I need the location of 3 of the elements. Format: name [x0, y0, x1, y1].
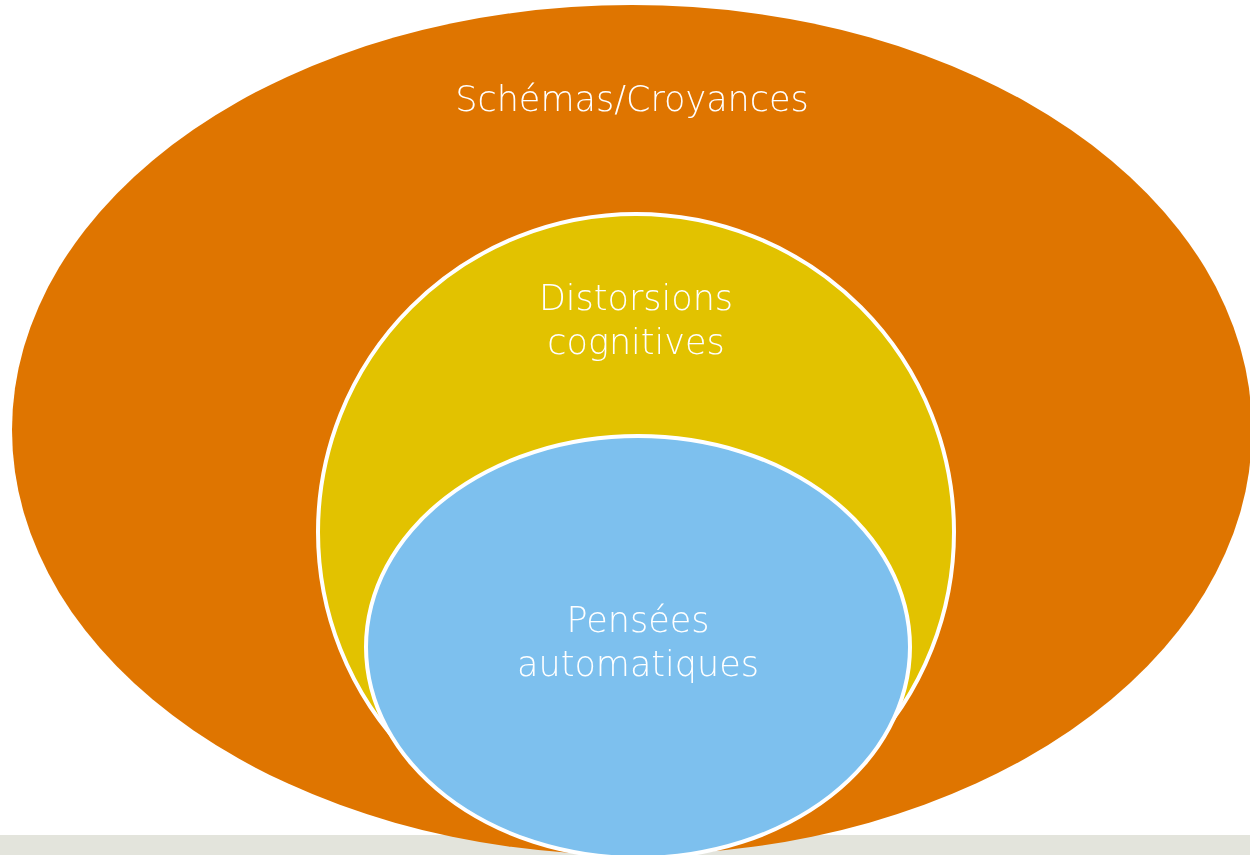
node-label: Schémas/Croyances — [455, 78, 809, 121]
node-label: Distorsions cognitives — [537, 277, 735, 364]
node-label: Pensées automatiques — [516, 599, 760, 686]
